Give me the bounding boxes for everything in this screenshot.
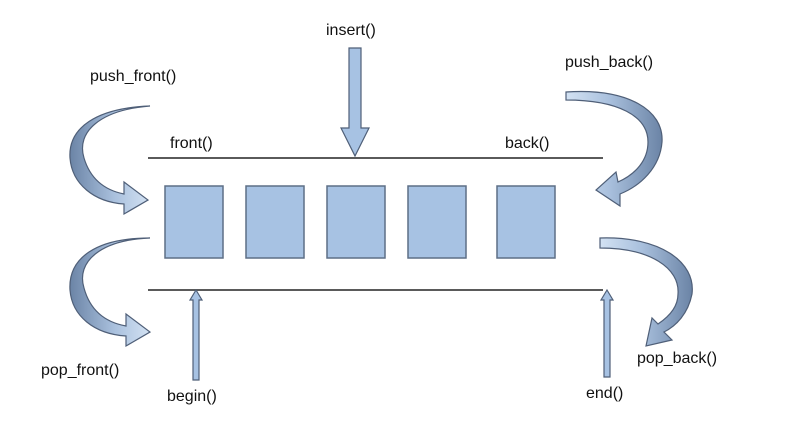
back-label: back() (505, 135, 550, 152)
deque-element (326, 185, 386, 259)
deque-element (245, 185, 305, 259)
pop-front-label: pop_front() (41, 362, 120, 379)
end-label: end() (586, 385, 624, 402)
push-front-label: push_front() (90, 68, 177, 85)
push-front-arrow (69, 105, 151, 216)
end-arrow (599, 288, 615, 378)
insert-label: insert() (326, 22, 376, 39)
deque-element (164, 185, 224, 259)
pop-front-arrow (69, 237, 152, 348)
deque-element (496, 185, 556, 259)
begin-label: begin() (167, 388, 217, 405)
begin-arrow (188, 288, 204, 381)
insert-arrow (340, 47, 370, 158)
front-label: front() (170, 135, 213, 152)
deque-element (407, 185, 467, 259)
pop-back-arrow (599, 237, 693, 347)
push-back-arrow (565, 90, 663, 208)
pop-back-label: pop_back() (637, 350, 718, 367)
push-back-label: push_back() (565, 54, 654, 71)
